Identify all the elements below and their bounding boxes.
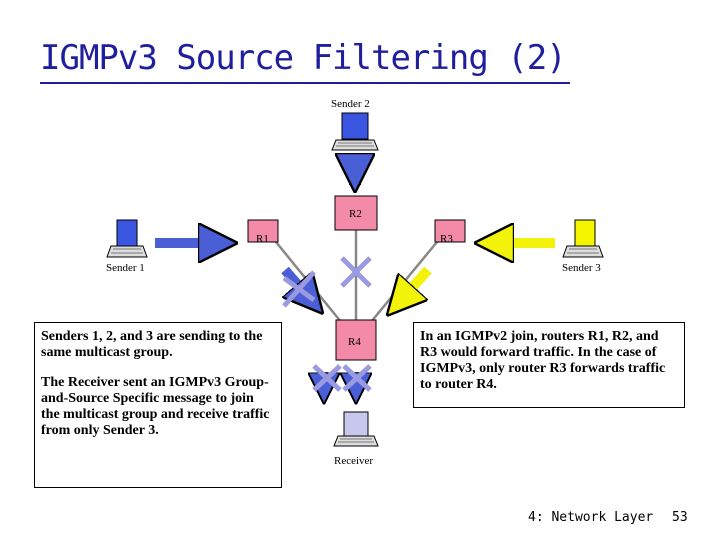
right-explanation-box: In an IGMPv2 join, routers R1, R2, and R… [413,322,685,408]
sender3-computer-icon [562,219,604,258]
router-r2 [334,195,378,231]
right-box-text: In an IGMPv2 join, routers R1, R2, and R… [420,329,666,392]
router-r4 [335,319,377,361]
sender1-computer-icon [106,219,148,258]
receiver-computer-icon [333,411,379,447]
title-underline [40,82,570,84]
left-explanation-box: Senders 1, 2, and 3 are sending to the s… [34,322,282,488]
r2-label: R2 [349,208,362,220]
sender1-label: Sender 1 [106,262,145,274]
network-links [275,228,438,330]
blocked-x-r4-b [342,364,372,392]
left-box-para1: Senders 1, 2, and 3 are sending to the s… [41,329,263,360]
footer-chapter: 4: Network Layer [528,510,654,525]
receiver-label: Receiver [334,455,374,467]
r1-label: R1 [256,233,269,245]
sender2-label: Sender 2 [331,98,370,110]
arrow-r3-to-r4 [392,266,432,310]
sender2-computer-icon [331,112,379,151]
r3-label: R3 [440,233,453,245]
sender3-label: Sender 3 [562,262,601,274]
link-r1-r4 [275,241,347,329]
footer-page-number: 53 [672,510,688,525]
left-box-para2: The Receiver sent an IGMPv3 Group-and-So… [41,375,270,438]
router-r1 [247,219,279,243]
router-r3 [434,219,466,243]
blocked-marks [282,256,372,392]
blocked-x-r4-a [312,364,342,392]
link-r3-r4 [365,241,438,329]
blocked-x-r2-path [340,256,372,288]
blocked-x-r1-path [282,270,316,308]
r4-label: R4 [348,336,361,348]
slide-title: IGMPv3 Source Filtering (2) [40,38,567,78]
